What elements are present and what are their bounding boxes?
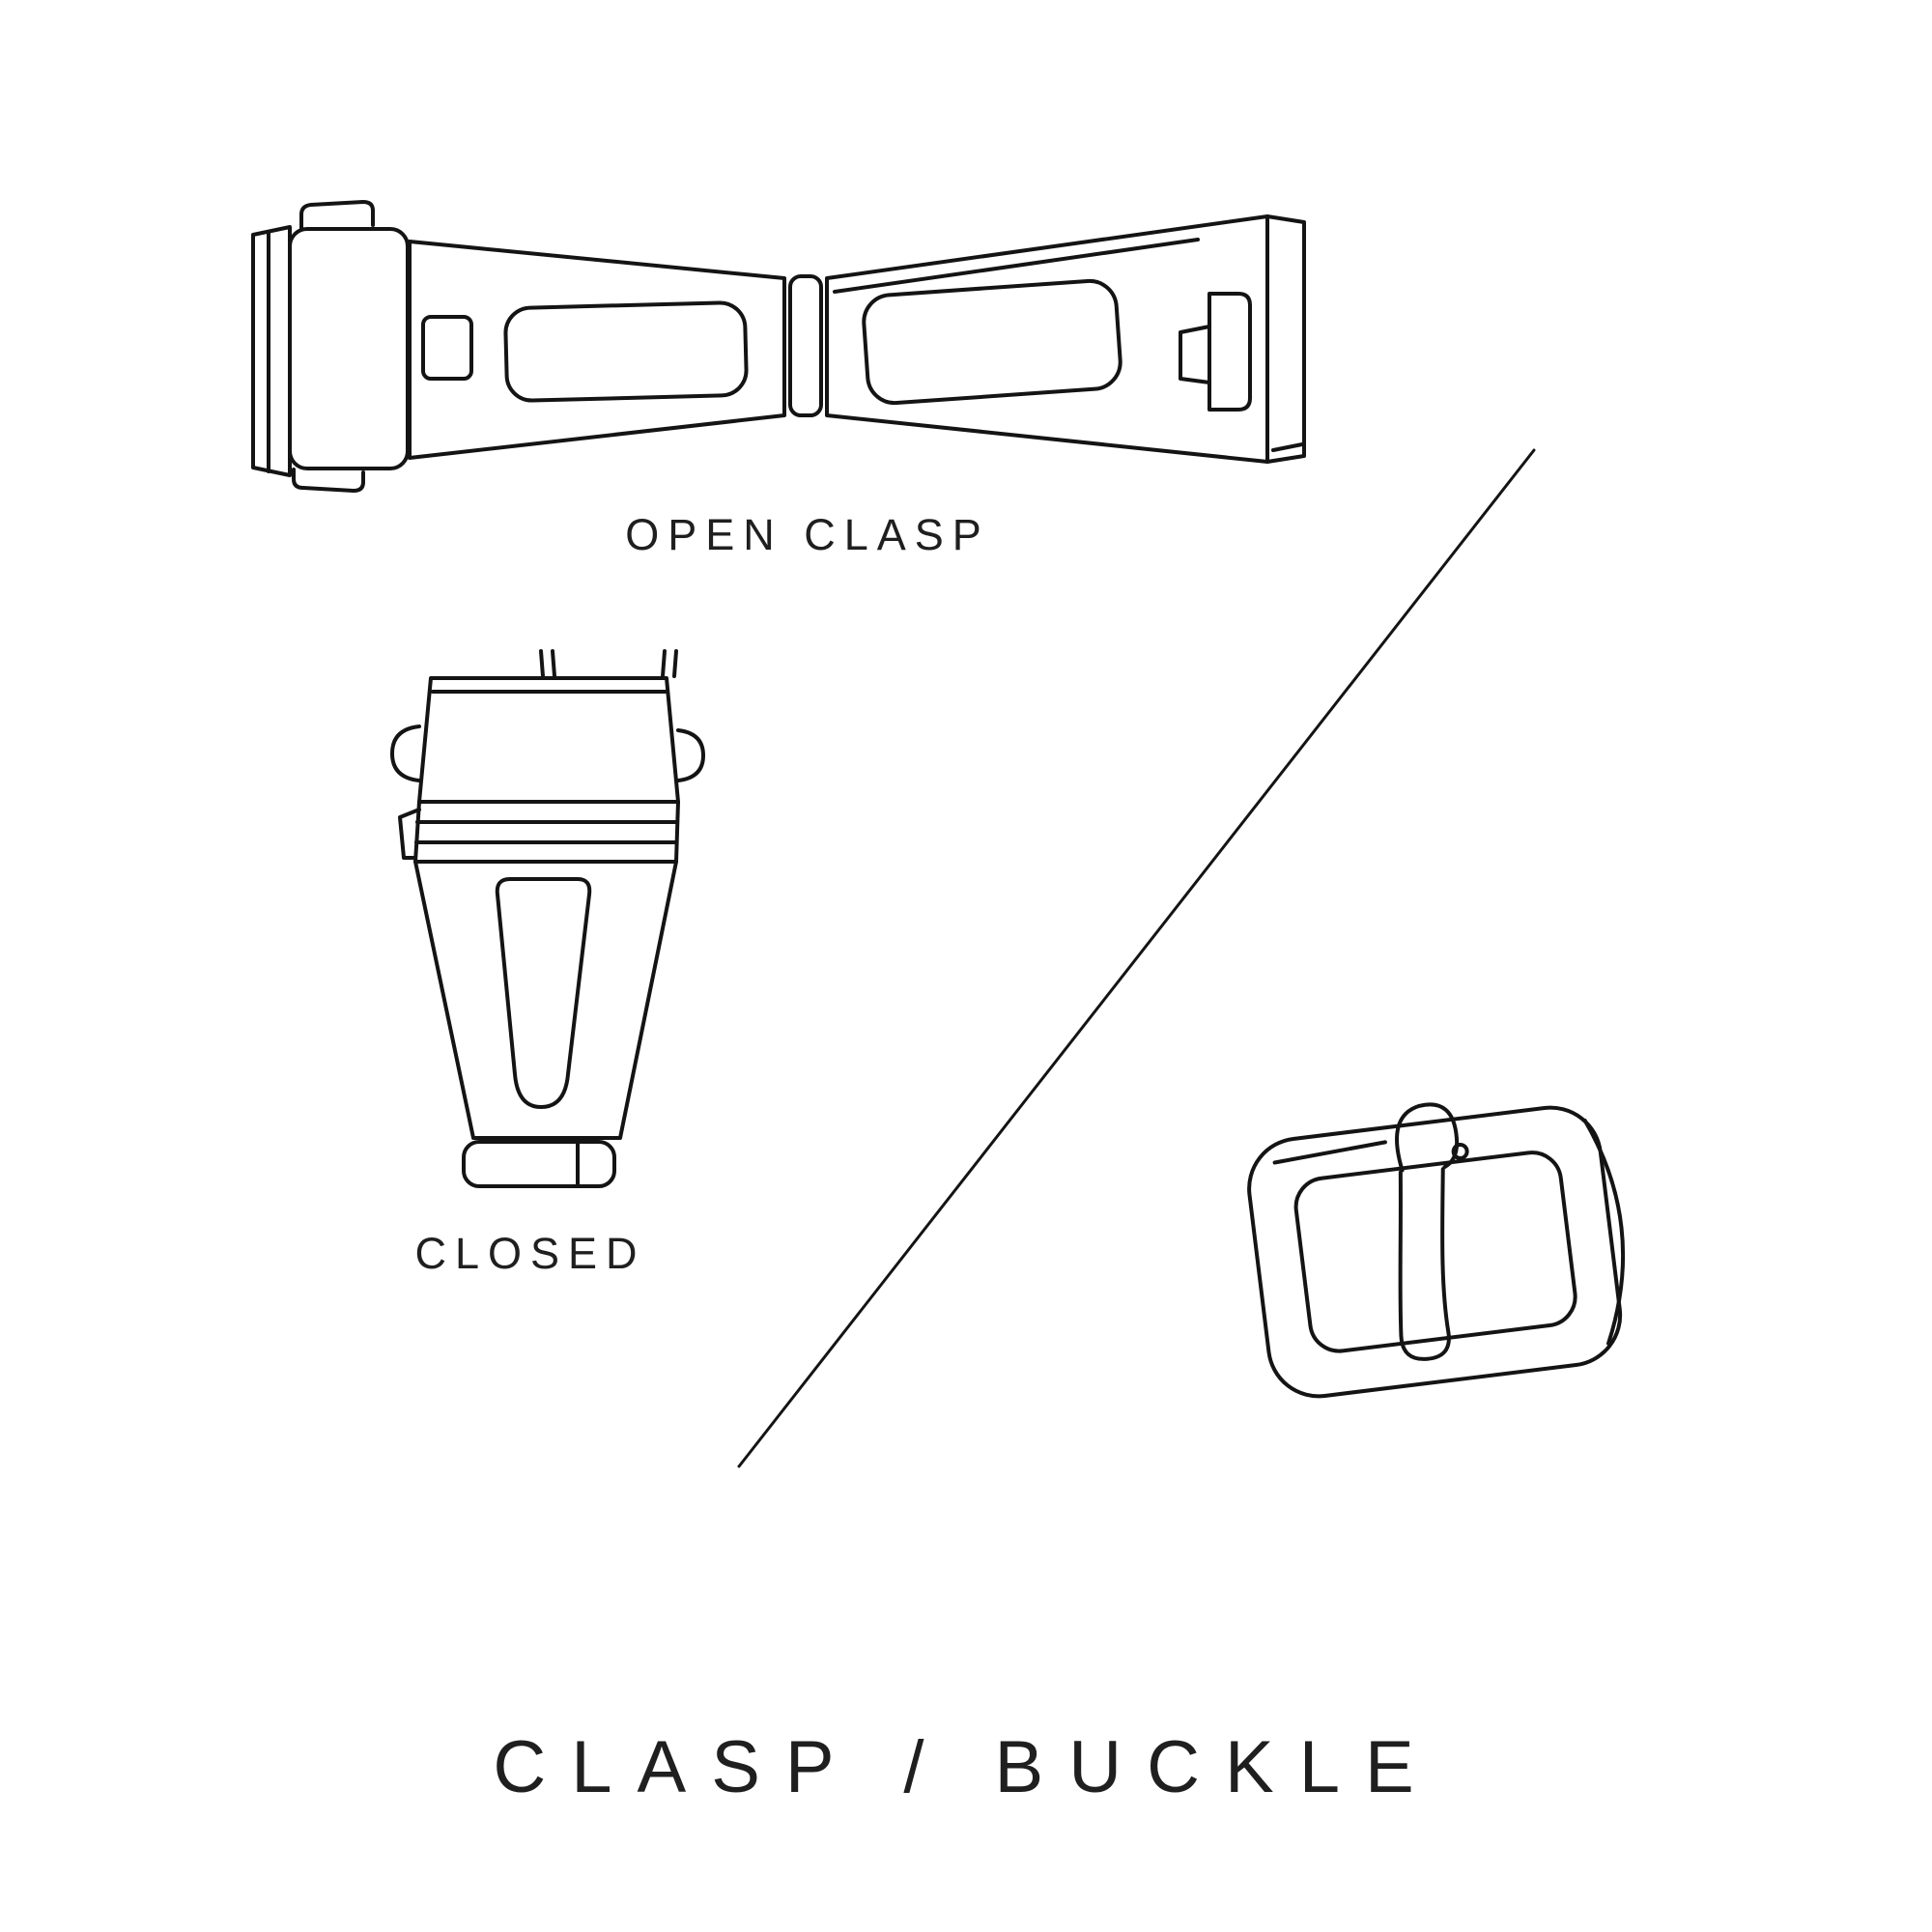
page-title: CLASP / BUCKLE [493,1726,1439,1808]
pin-buckle-illustration [1247,1102,1626,1399]
closed-clasp-label: CLOSED [414,1229,646,1278]
closed-clasp-illustration [390,649,705,1188]
open-clasp-label: OPEN CLASP [625,510,990,559]
open-clasp-illustration [251,200,1306,493]
diagonal-divider [737,448,1536,1468]
